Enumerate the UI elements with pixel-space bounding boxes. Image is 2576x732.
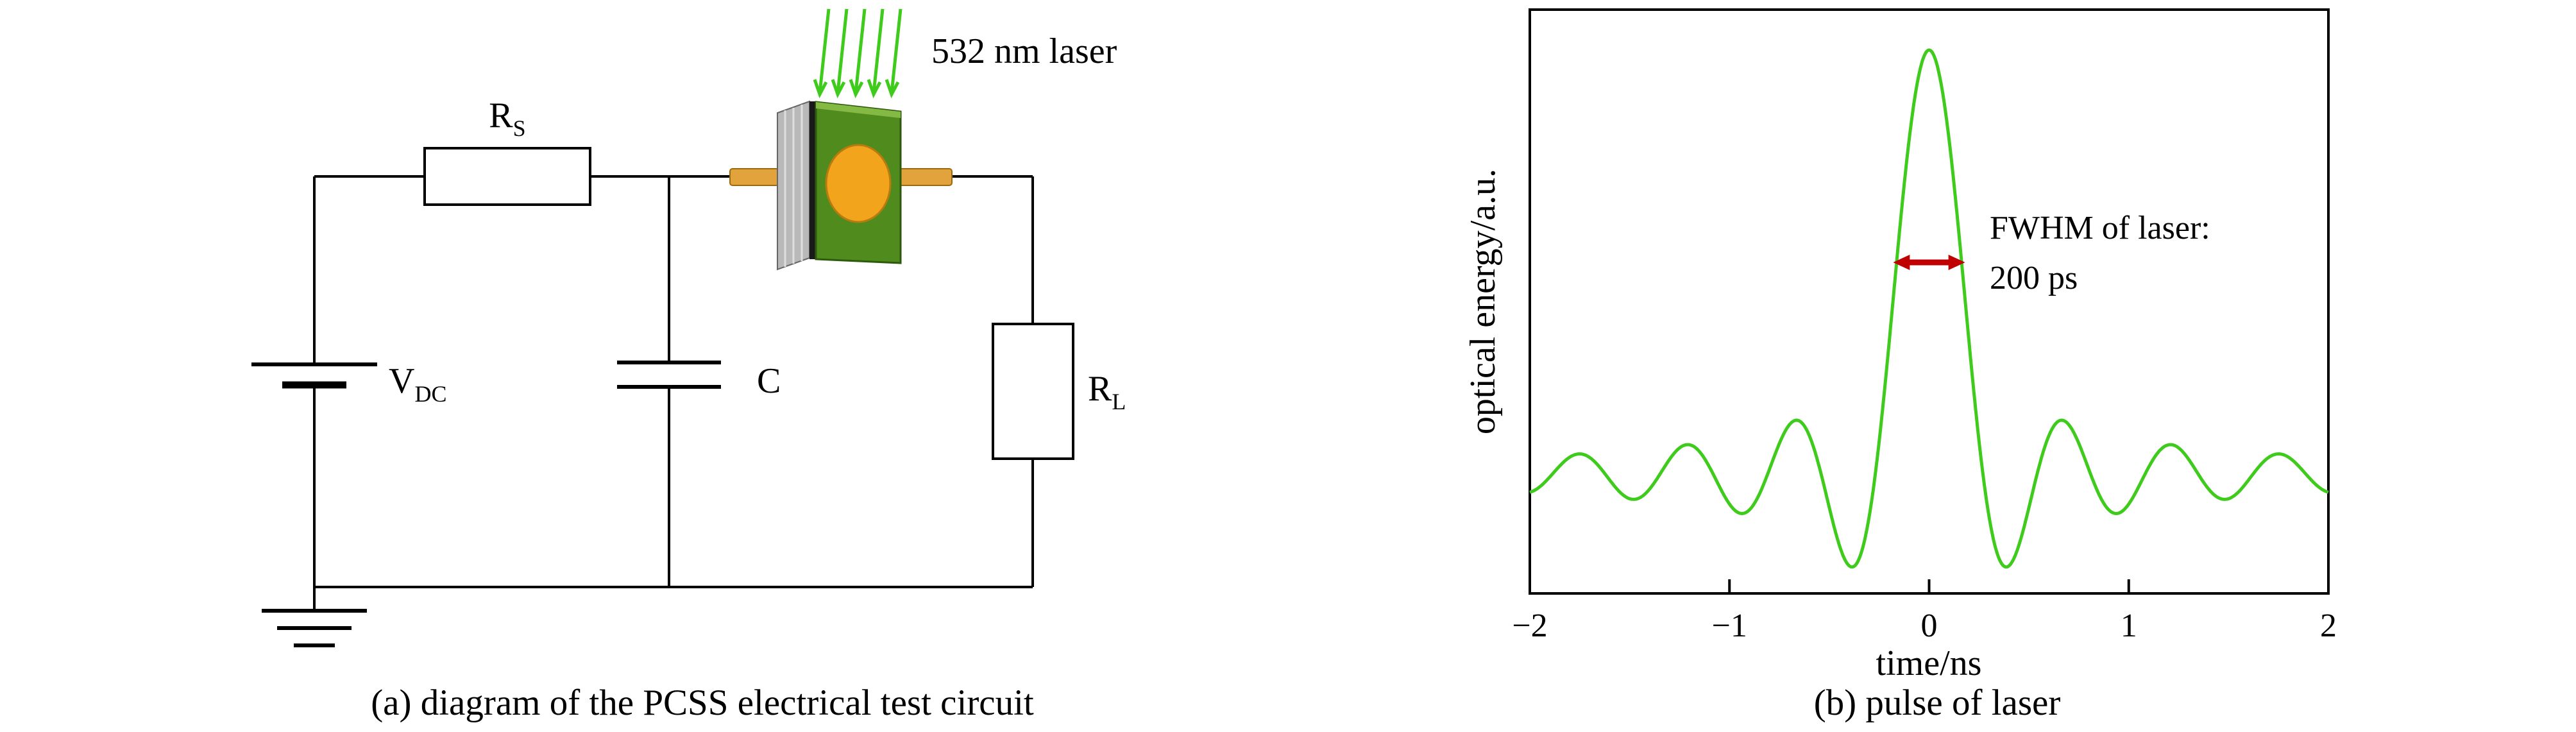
capacitor-label: C (757, 361, 781, 401)
laser-arrow-head (867, 79, 882, 99)
laser-arrow-line (854, 8, 867, 94)
panel-a-caption: (a) diagram of the PCSS electrical test … (371, 683, 1034, 723)
x-tick-label: 0 (1921, 608, 1938, 644)
x-tick-label: 1 (2121, 608, 2137, 644)
panel-a-circuit-diagram: RS VDC C RL (251, 8, 1126, 723)
laser-arrow-line (890, 8, 902, 94)
laser-arrow-head (885, 79, 900, 99)
laser-arrows (813, 8, 902, 99)
circuit-wires (313, 175, 1034, 611)
fwhm-annotation-line2: 200 ps (1990, 260, 2078, 296)
plot-frame (1529, 8, 2330, 595)
capacitor-symbol (617, 361, 721, 389)
load-resistor-label: RL (1088, 369, 1126, 414)
pcss-dark-edge (809, 101, 816, 259)
laser-arrow-head (813, 79, 828, 99)
laser-arrow-line (818, 8, 831, 94)
laser-arrow-head (831, 79, 846, 99)
ground-symbol (262, 609, 367, 647)
laser-arrow-line (872, 8, 885, 94)
fwhm-arrow-head-left (1893, 255, 1910, 270)
y-axis-label: optical energy/a.u. (1463, 169, 1503, 434)
series-resistor-label: RS (489, 96, 525, 141)
pcss-device (729, 100, 953, 271)
x-axis-ticks: −2 −1 0 1 2 (1512, 579, 2337, 644)
laser-pulse-curve (1529, 48, 2329, 569)
pcss-lead-right (896, 168, 953, 186)
laser-arrow-head (849, 79, 864, 99)
fwhm-arrow (1893, 255, 1965, 270)
pcss-side-layer-lines (784, 105, 803, 267)
fwhm-annotation-line1: FWHM of laser: (1990, 210, 2210, 246)
x-tick-label: −1 (1712, 608, 1747, 644)
x-tick-label: −2 (1512, 608, 1547, 644)
load-resistor-body (992, 323, 1074, 460)
dc-source-label: VDC (389, 361, 446, 407)
panel-b-laser-pulse-plot: −2 −1 0 1 2 FWHM of laser: 200 ps optical en… (1463, 8, 2337, 723)
x-tick-label: 2 (2320, 608, 2337, 644)
series-resistor-body (423, 147, 591, 206)
panel-b-caption: (b) pulse of laser (1814, 683, 2061, 723)
pcss-top-bevel (816, 102, 901, 118)
pcss-contact-spot (825, 144, 892, 223)
x-axis-label: time/ns (1876, 643, 1982, 683)
laser-arrow-line (836, 8, 849, 94)
fwhm-arrow-head-right (1948, 255, 1965, 270)
laser-wavelength-label: 532 nm laser (931, 31, 1117, 71)
dc-source-symbol (251, 362, 377, 389)
